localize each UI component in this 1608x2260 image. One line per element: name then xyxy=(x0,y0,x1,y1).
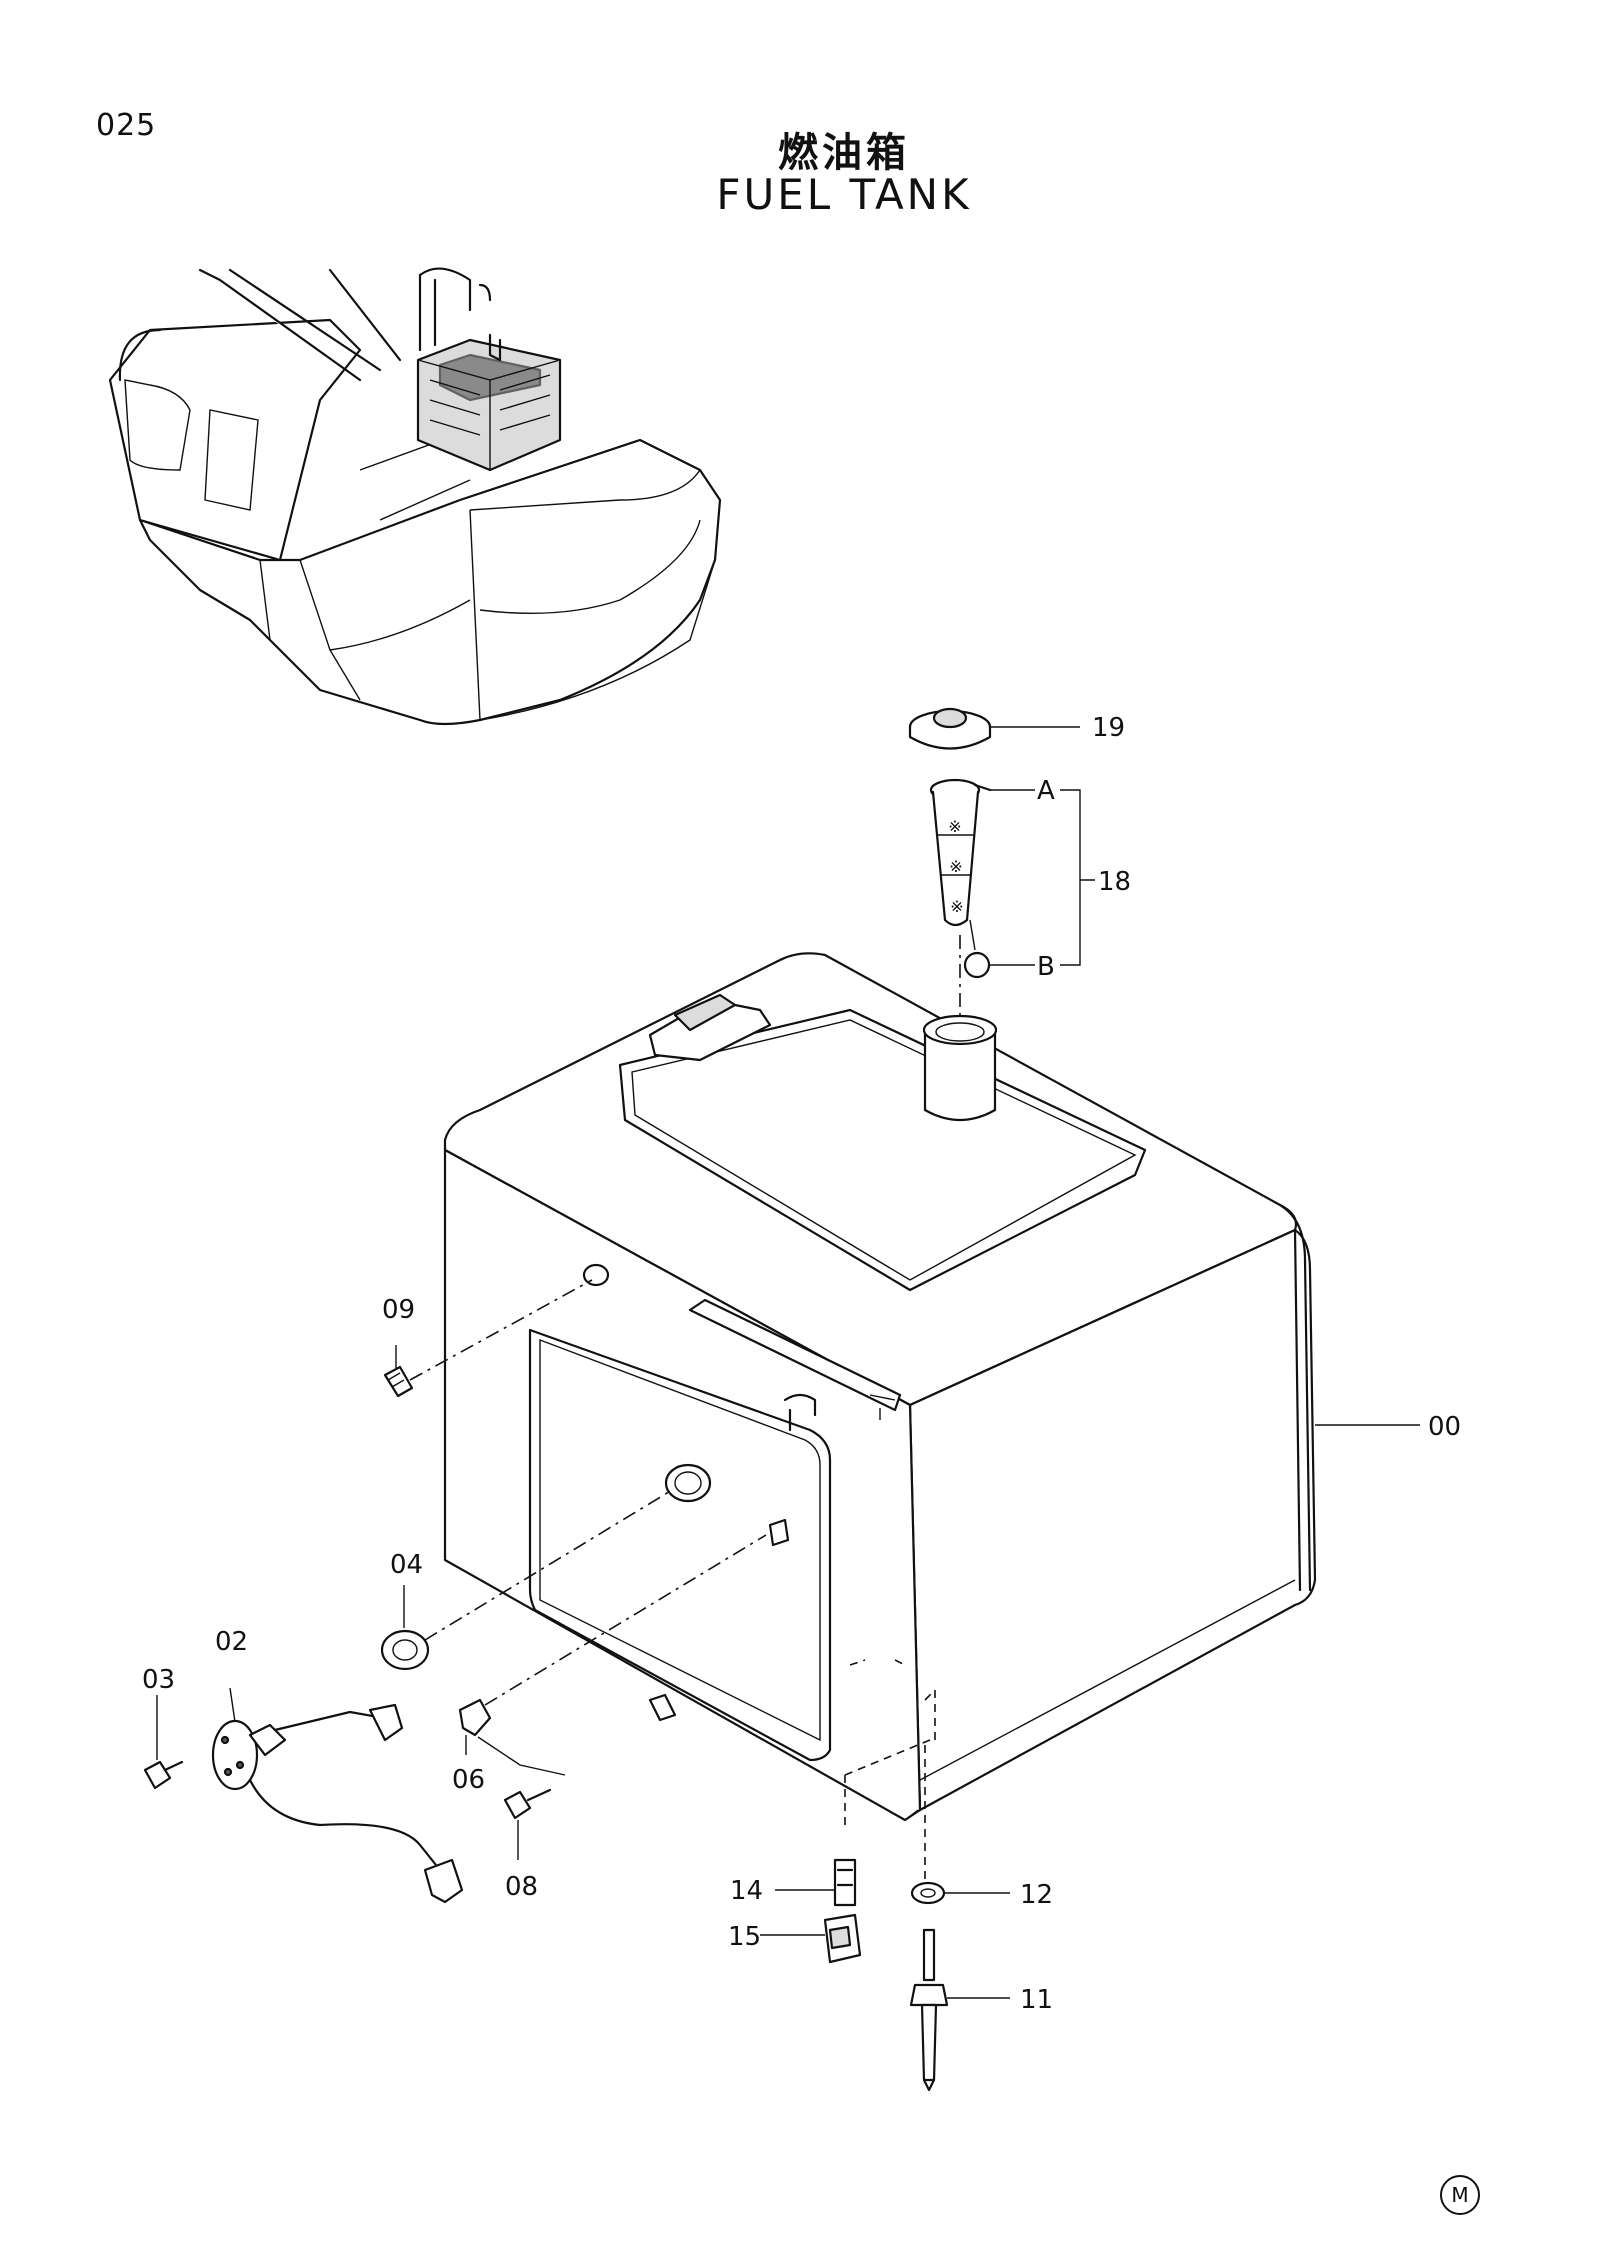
svg-text:※: ※ xyxy=(948,817,961,836)
callout-A: A xyxy=(1037,776,1055,806)
callout-14: 14 xyxy=(730,1876,763,1906)
part-02-fuel-sender xyxy=(211,1687,464,1904)
part-12-washer xyxy=(910,1881,1010,1905)
page-number: 025 xyxy=(96,108,157,143)
part-08-bolt xyxy=(503,1788,552,1860)
svg-text:※: ※ xyxy=(949,857,962,876)
callout-12: 12 xyxy=(1020,1880,1053,1910)
callout-08: 08 xyxy=(505,1872,538,1902)
part-09-plug xyxy=(383,1279,593,1398)
part-19-cap xyxy=(908,707,1080,750)
callout-03: 03 xyxy=(142,1665,175,1695)
part-03-bolt xyxy=(143,1695,184,1790)
part-14-fitting xyxy=(775,1858,857,1907)
callout-04: 04 xyxy=(390,1550,423,1580)
filler-neck xyxy=(922,1014,998,1121)
excavator-overview xyxy=(108,267,722,726)
title-english: FUEL TANK xyxy=(716,170,972,219)
part-15-cap xyxy=(760,1913,862,1964)
callout-15: 15 xyxy=(728,1922,761,1952)
part-11-drain-cock xyxy=(909,1928,1010,2092)
part-04-gasket xyxy=(380,1489,673,1671)
fuel-tank-body xyxy=(443,952,1317,1880)
title-chinese: 燃油箱 xyxy=(778,130,910,176)
callout-18: 18 xyxy=(1098,867,1131,897)
circled-m-mark: M xyxy=(1440,2175,1480,2215)
callout-B: B xyxy=(1037,952,1055,982)
callout-09: 09 xyxy=(382,1295,415,1325)
callout-00: 00 xyxy=(1428,1412,1461,1442)
callout-11: 11 xyxy=(1020,1985,1053,2015)
part-06-clip xyxy=(458,1534,767,1776)
callout-19: 19 xyxy=(1092,713,1125,743)
callout-06: 06 xyxy=(452,1765,485,1795)
callout-02: 02 xyxy=(215,1627,248,1657)
part-18-strainer: ※ ※ ※ xyxy=(929,778,1095,1020)
svg-text:※: ※ xyxy=(950,897,963,916)
